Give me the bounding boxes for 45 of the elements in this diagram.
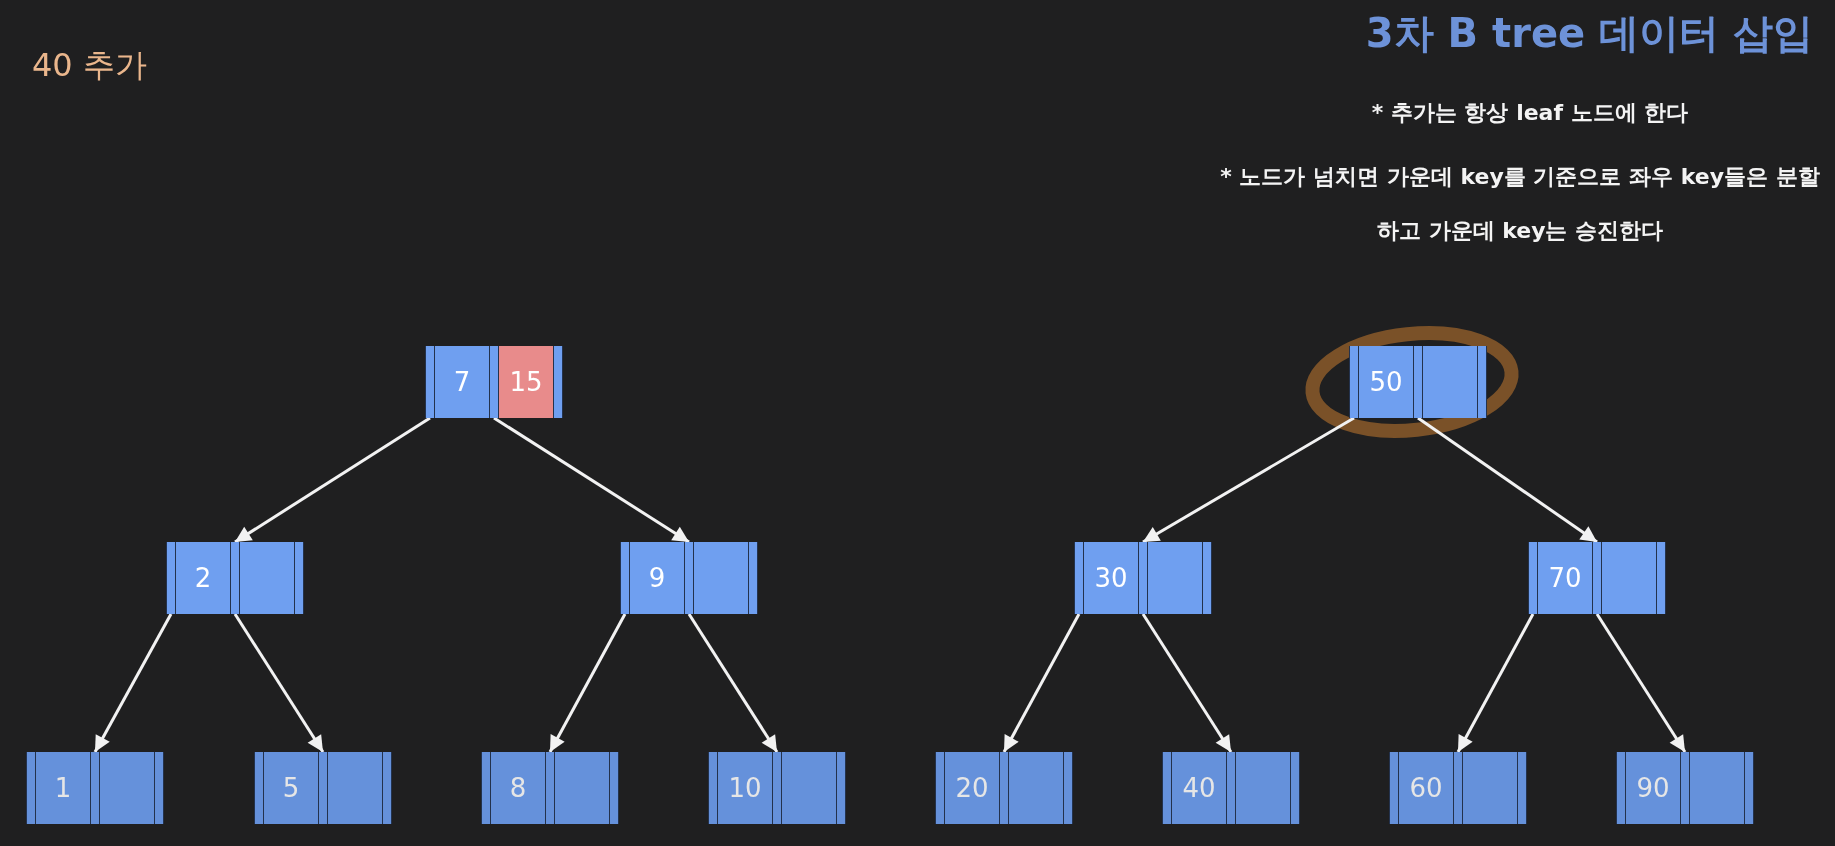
btree-node [1616, 752, 1754, 824]
arrow [1595, 613, 1687, 753]
key-cell: 5 [264, 752, 318, 824]
btree-node [425, 346, 563, 418]
btree-node [1162, 752, 1300, 824]
key-cell: 50 [1359, 346, 1413, 418]
btree-node [1528, 542, 1666, 614]
btree-node [935, 752, 1073, 824]
key-cell: 2 [176, 542, 230, 614]
btree-node [26, 752, 164, 824]
key-cell: 7 [435, 346, 489, 418]
btree-node [1389, 752, 1527, 824]
key-cell: 1 [36, 752, 90, 824]
title: 3차 B tree 데이터 삽입 [1365, 9, 1813, 58]
note: * 추가는 항상 leaf 노드에 한다 [1370, 99, 1690, 127]
arrow [493, 416, 690, 544]
btree-node [620, 542, 758, 614]
arrow [234, 416, 431, 544]
key-cell: 8 [491, 752, 545, 824]
key-cell: 60 [1399, 752, 1453, 824]
arrow [687, 613, 779, 753]
btree-node [254, 752, 392, 824]
key-cell: 30 [1084, 542, 1138, 614]
arrow [1142, 416, 1355, 544]
arrow [548, 613, 627, 753]
key-cell: 40 [1172, 752, 1226, 824]
key-cell: 70 [1538, 542, 1592, 614]
key-cell: 15 [499, 346, 553, 418]
arrow [233, 613, 325, 753]
arrow [1002, 613, 1081, 753]
btree-node [1349, 346, 1487, 418]
key-cell: 90 [1626, 752, 1680, 824]
btree-node [1074, 542, 1212, 614]
step-label: 40 추가 [32, 45, 147, 86]
arrow [1417, 416, 1598, 544]
btree-node [166, 542, 304, 614]
note: * 노드가 넘치면 가운데 key를 기준으로 좌우 key들은 분할하고 가운데 key는 승진한다 [1220, 163, 1820, 245]
arrow [93, 613, 173, 753]
key-cell: 9 [630, 542, 684, 614]
arrow [1456, 613, 1535, 753]
btree-node [708, 752, 846, 824]
key-cell: 20 [945, 752, 999, 824]
arrow [1141, 613, 1233, 753]
key-cell: 10 [718, 752, 772, 824]
btree-node [481, 752, 619, 824]
